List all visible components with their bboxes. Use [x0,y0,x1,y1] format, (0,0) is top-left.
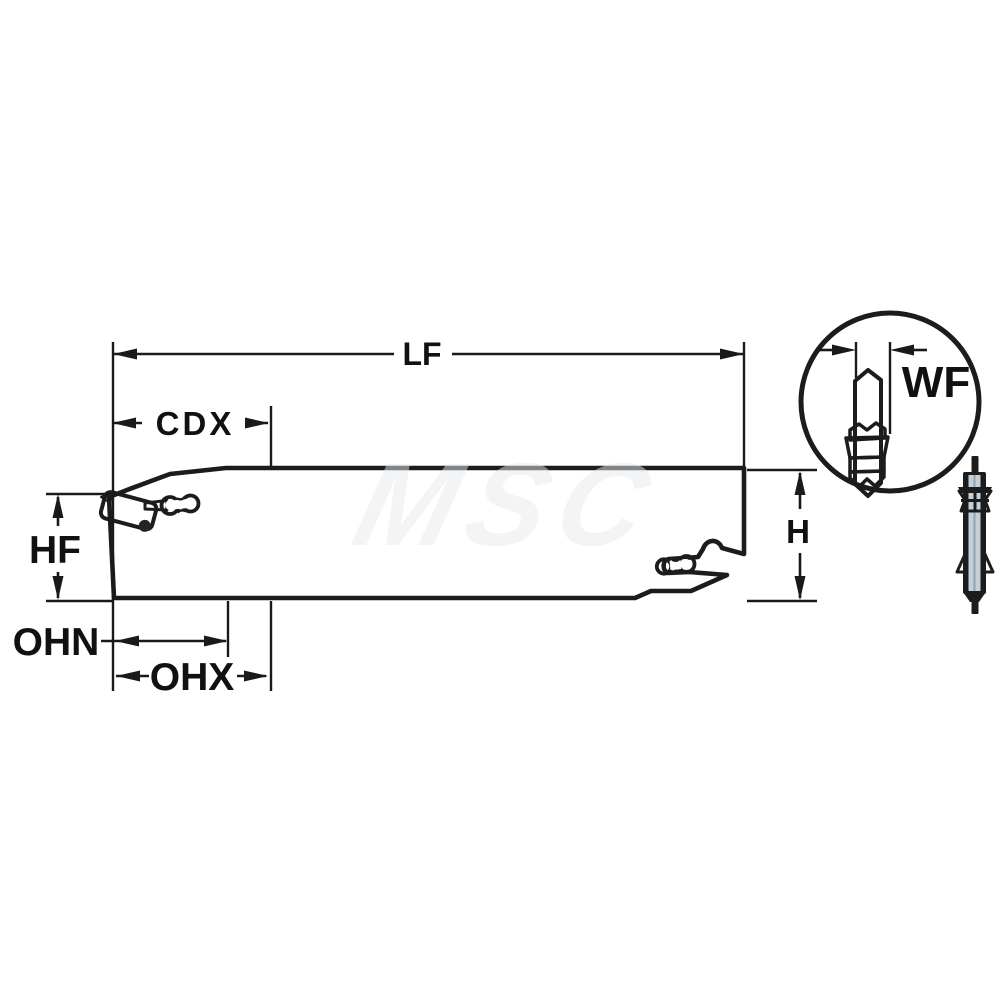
dimension-lf: LF [113,336,744,372]
watermark-text: MSC [343,440,674,571]
dimension-h: H [786,471,810,600]
dimension-wf: WF [819,342,970,434]
ohx-label: OHX [150,656,235,699]
edge-view-clamp [957,489,993,513]
cdx-label: CDX [156,405,235,442]
edge-view-top-stub [971,456,979,473]
keyhole-slot-left [143,493,201,516]
edge-view-bottom-taper [963,592,986,602]
wf-label: WF [902,358,970,407]
dimension-ohn: OHN [13,621,228,664]
ohn-label: OHN [13,621,100,664]
insert-front-view [844,421,890,489]
detail-circle [798,310,982,494]
blade-front-strip [853,368,883,498]
dimension-hf: HF [29,494,81,600]
blade-edge-view [955,456,995,614]
insert-nose [138,519,151,532]
lf-label: LF [402,336,441,372]
blade-side-view: MSC [98,440,747,601]
keyhole-slot-right [654,554,697,576]
edge-view-wings [955,550,995,574]
hf-label: HF [29,529,81,572]
dimensions: LF CDX HF OHN [13,336,817,699]
h-label: H [786,513,810,550]
dimension-ohx: OHX [116,656,268,699]
edge-view-bottom-stub [971,600,979,614]
dimension-cdx: CDX [112,405,269,442]
cutting-insert [98,490,159,532]
detail-circle-view: WF [798,310,982,498]
